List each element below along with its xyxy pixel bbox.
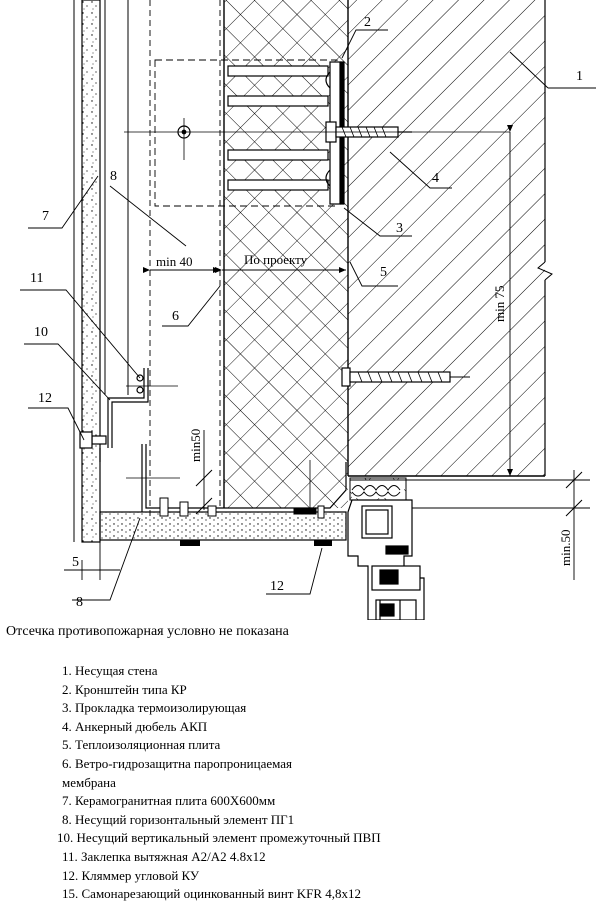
legend-item: 10. Несущий вертикальный элемент промежу… [57,830,381,846]
dim-gap-label: min 40 [156,254,192,269]
dim-bracket-offset [195,430,213,515]
lower-bracket [79,368,347,512]
leader-lines [20,29,596,601]
callout-3: 3 [396,221,403,236]
legend-item: 1. Несущая стена [62,663,158,678]
horizontal-rail [99,497,347,546]
callout-labels: 1 2 4 3 5 6 7 8 11 10 12 5 8 12 [30,15,583,610]
legend-item: 4. Анкерный дюбель АКП [62,718,208,734]
callout-2: 2 [364,15,371,30]
callout-5: 5 [380,265,387,280]
window-frame [347,499,425,621]
dim-window-offset-label: min.50 [558,530,573,566]
dim-anchor-height-label: min 75 [492,286,507,322]
drawing-caption: Отсечка противопожарная условно не показ… [6,624,289,639]
callout-8: 8 [110,169,117,184]
callout-11: 11 [30,271,43,286]
callout-5-bottom: 5 [72,555,79,570]
ceramic-granite-plate [81,0,101,543]
callout-8-bottom: 8 [76,595,83,610]
callout-4: 4 [432,171,439,186]
dim-anchor-height [412,125,530,477]
legend-item: 5. Теплоизоляционная плита [62,737,221,753]
centre-lines [124,118,510,512]
callout-12: 12 [38,391,52,406]
legend-item: 12. Кляммер угловой КУ [62,867,200,883]
legend-list: 1. Несущая стена 2. Кронштейн типа КР 3.… [57,662,381,904]
dim-insulation-label: По проекту [244,252,308,267]
vertical-profile [73,0,221,542]
legend-item: 11. Заклепка вытяжная А2/А2 4.8х12 [62,848,266,864]
bearing-wall [347,0,553,477]
window-seal [349,477,407,501]
legend-item: 6. Ветро-гидрозащитна паропроницаемая [62,755,293,771]
callout-7: 7 [42,209,49,224]
legend-item: 15. Самонарезающий оцинкованный винт KFR… [62,886,362,902]
legend-item: 7. Керамогранитная плита 600Х600мм [62,793,276,809]
legend-item: 3. Прокладка термоизолирующая [62,700,247,716]
dimension-labels: min 40 По проекту min 75 min50 min.50 [156,252,573,566]
legend-item: 8. Несущий горизонтальный элемент ПГ1 [62,811,295,827]
callout-1: 1 [576,69,583,84]
window-glass [379,600,401,620]
dim-window-offset [350,470,590,580]
callout-12-bottom: 12 [270,579,284,594]
legend-item-continuation: мембрана [62,774,116,790]
legend-item: 2. Кронштейн типа КР [62,681,187,697]
section-diagram: 1 2 4 3 5 6 7 8 11 10 12 5 8 12 min 40 П… [20,0,596,621]
callout-6: 6 [172,309,179,324]
callout-10: 10 [34,325,48,340]
dim-bracket-offset-label: min50 [188,429,203,462]
